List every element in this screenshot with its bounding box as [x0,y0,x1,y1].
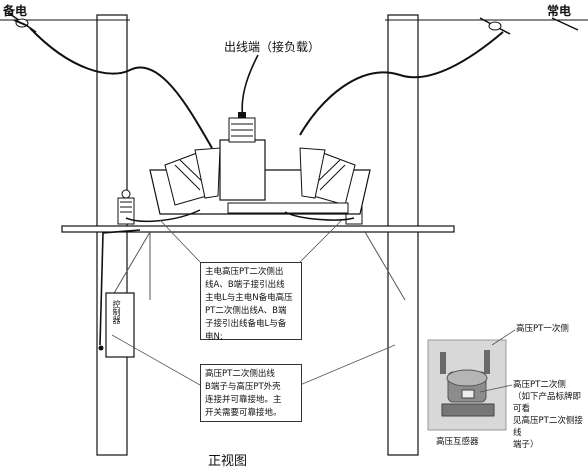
controller-box [105,292,135,358]
left-pt-insulator [117,189,135,225]
control-cable [99,229,141,346]
main-cable [299,31,504,136]
outlet-label: 出线端（接负载） [224,40,321,54]
outlet-cable [241,54,259,121]
main-power-label: 常电 [547,4,572,18]
right-pole [387,14,419,456]
mounting-bracket [61,225,455,233]
transformer-label: 高压互感器 [436,437,479,447]
left-top-insulator [9,13,37,33]
switch-assembly [149,112,371,215]
right-brace [364,231,406,301]
right-top-insulator [479,17,579,35]
pt-secondary-label: 高压PT二次侧 （如下产品标牌即可看 见高压PT二次侧接线 端子） [513,380,583,450]
grounding-callout: 高压PT二次侧出线 B端子与高压PT外壳 连接并可靠接地。主 开关需要可靠接地。 [200,364,302,422]
left-pole [96,14,128,456]
backup-power-label: 备电 [3,4,28,18]
wiring-callout: 主电高压PT二次侧出 线A、B端子接引出线 主电L与主电N备电高压 PT二次侧出… [200,262,302,342]
controller-label: 控制器 [112,300,121,324]
front-view-title: 正视图 [208,454,248,469]
left-brace [109,231,151,301]
transformer-photo [427,339,507,431]
pt-primary-label: 高压PT一次侧 [516,324,569,334]
backup-cable [29,27,213,149]
